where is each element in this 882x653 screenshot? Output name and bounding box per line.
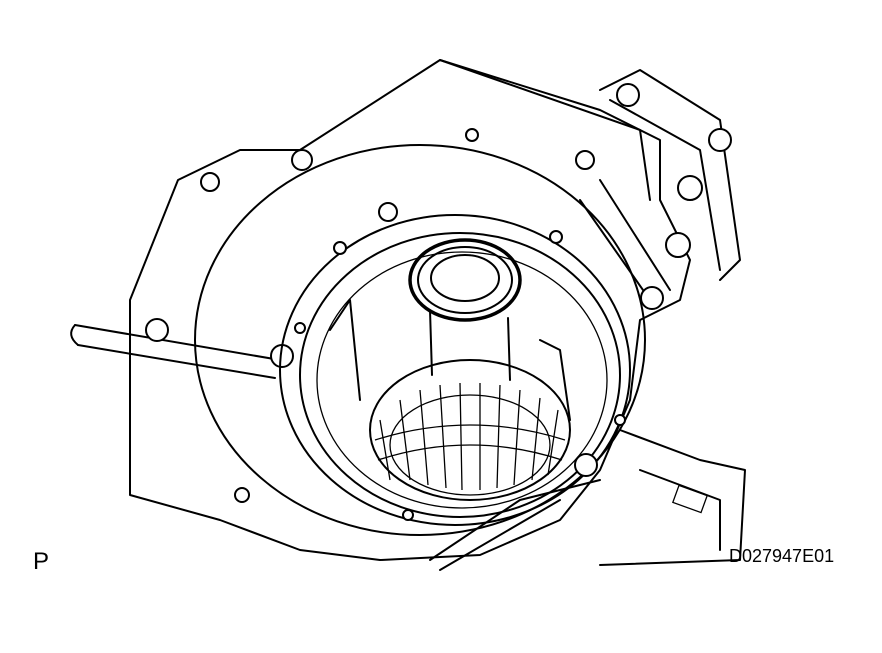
lower-case — [429, 429, 746, 571]
figure-code: D027947E01 — [729, 546, 835, 566]
bolt-holes — [145, 128, 595, 503]
case-bore — [194, 144, 646, 536]
clutch-pack — [329, 299, 571, 501]
left-rod — [70, 324, 294, 379]
view-label: P — [33, 548, 50, 575]
thrust-bearing — [408, 238, 522, 322]
studs — [294, 230, 626, 521]
side-linkage — [579, 69, 741, 310]
housing-flange — [129, 59, 691, 561]
